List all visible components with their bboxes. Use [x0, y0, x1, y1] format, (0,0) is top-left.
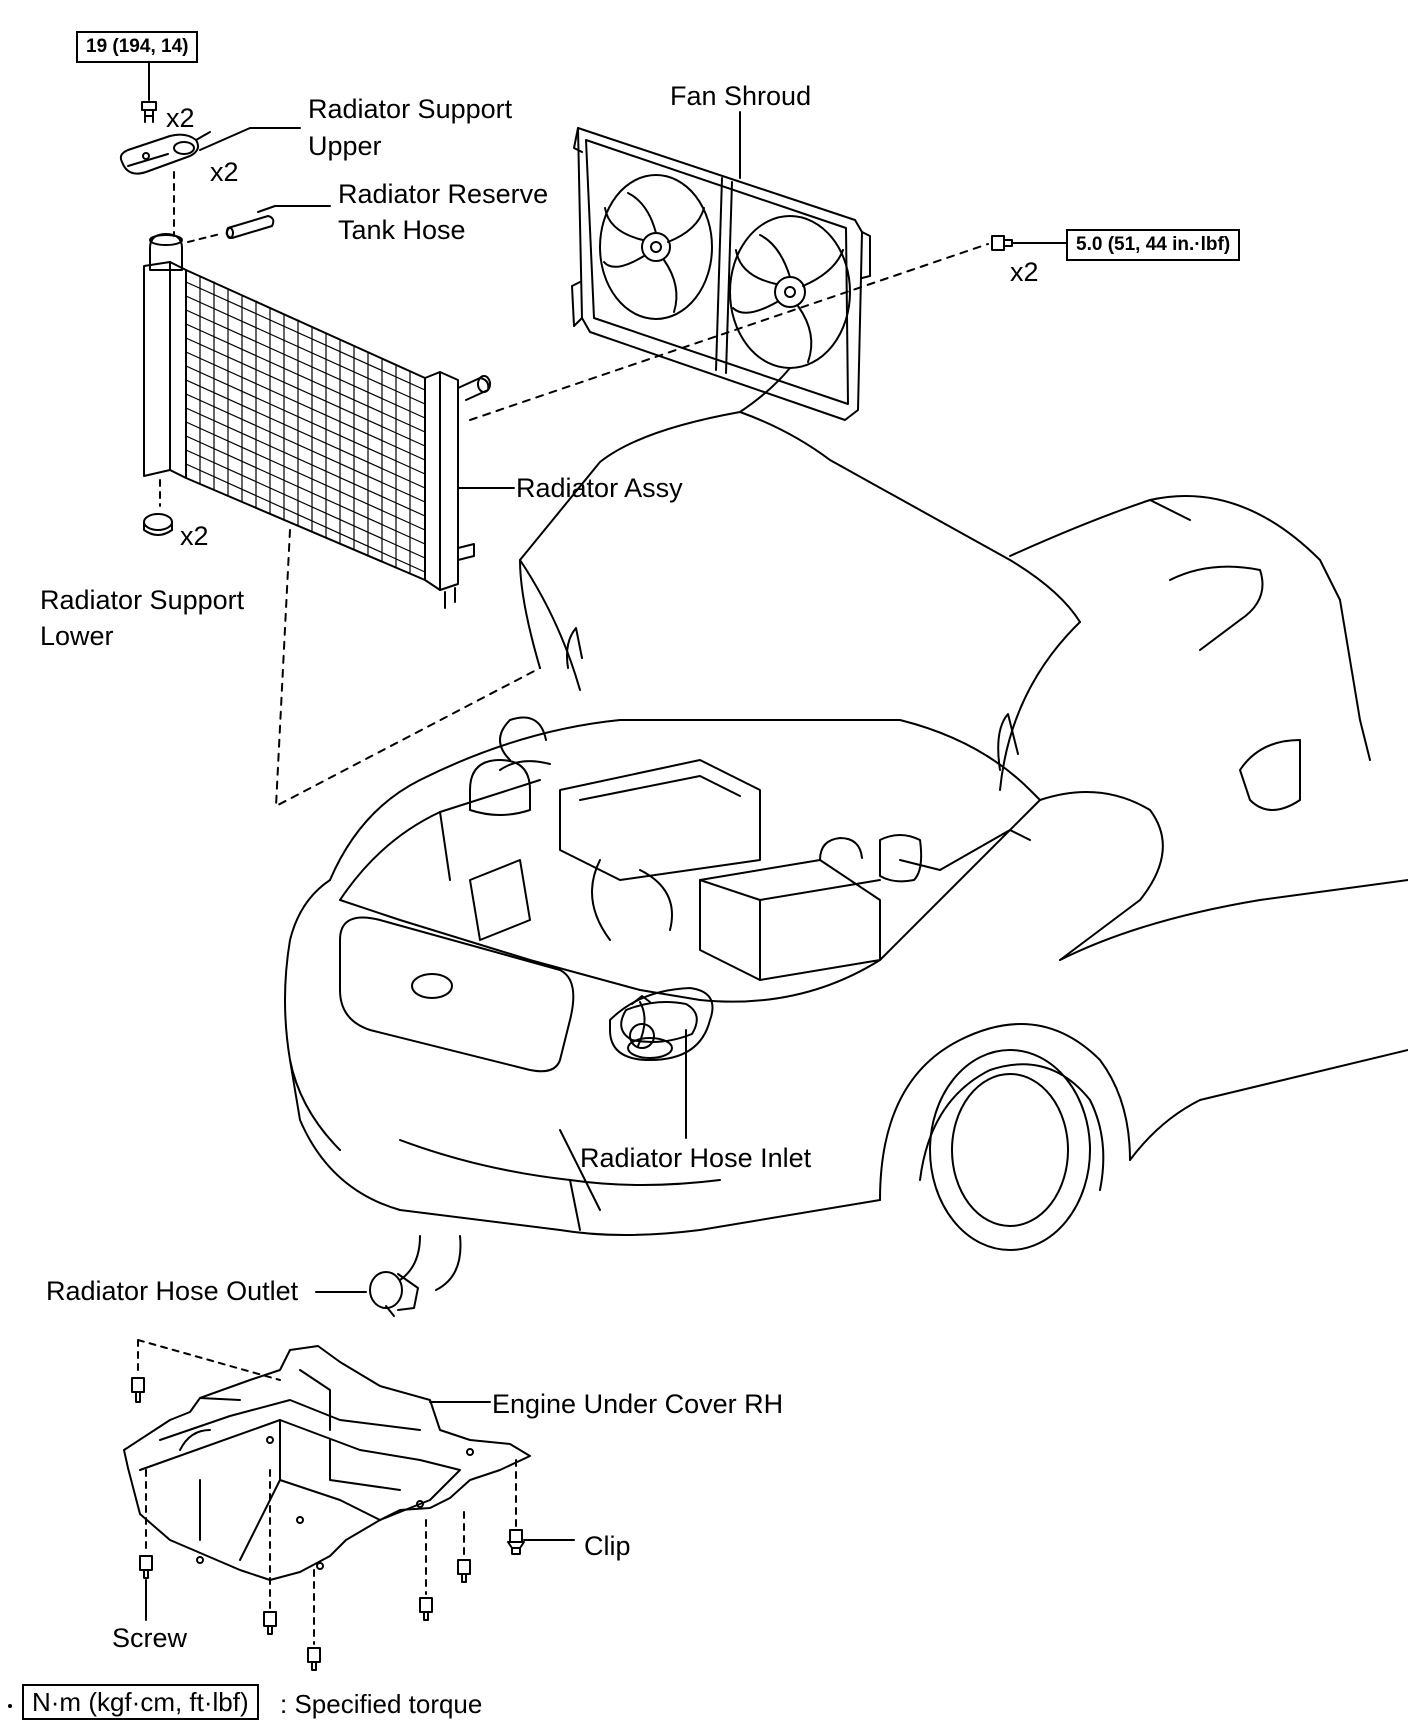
radiator-hose-inlet — [620, 995, 698, 1139]
fan-left — [599, 174, 713, 320]
label-radiator-reserve-tank-hose-line1: Radiator Reserve — [338, 179, 549, 209]
label-radiator-hose-outlet: Radiator Hose Outlet — [46, 1276, 299, 1306]
label-fan-shroud: Fan Shroud — [670, 81, 812, 111]
label-radiator-support-lower-line2: Lower — [40, 621, 114, 651]
shroud-bolt-dash — [469, 243, 989, 421]
label-engine-under-cover-rh: Engine Under Cover RH — [492, 1389, 784, 1419]
upper-bracket-qty: x2 — [210, 157, 239, 187]
label-radiator-support-lower-line1: Radiator Support — [40, 585, 245, 615]
label-radiator-assy: Radiator Assy — [516, 473, 683, 503]
radiator-mount-dash — [275, 529, 541, 807]
radiator-support-upper-bracket — [119, 127, 301, 175]
upper-bolt-group — [141, 59, 157, 123]
fan-shroud-bolt-torque-box: 5.0 (51, 44 in.·lbf) — [1066, 229, 1241, 261]
fan-shroud-bolt — [991, 235, 1067, 251]
upper-bolt-torque-box: 19 (194, 14) — [76, 31, 199, 63]
under-cover-fasteners — [131, 1339, 575, 1671]
fan-right — [729, 215, 851, 369]
engine-under-cover — [123, 1345, 531, 1581]
label-radiator-support-upper-line2: Upper — [308, 131, 382, 161]
lower-support-qty: x2 — [180, 521, 209, 551]
reserve-tank-hose — [187, 205, 331, 243]
label-clip: Clip — [584, 1531, 631, 1561]
label-radiator-support-upper-line1: Radiator Support — [308, 94, 513, 124]
radiator-hose-outlet — [315, 1235, 462, 1317]
label-radiator-hose-inlet: Radiator Hose Inlet — [580, 1143, 812, 1173]
legend-description: : Specified torque — [280, 1689, 483, 1719]
fan-shroud — [571, 111, 871, 421]
upper-bolt-qty: x2 — [166, 103, 195, 133]
radiator — [143, 233, 491, 609]
legend-dot — [8, 1704, 12, 1708]
legend-unit-box: N·m (kgf·cm, ft·lbf) — [22, 1684, 259, 1720]
vehicle-front — [284, 367, 1408, 1251]
label-screw: Screw — [112, 1623, 188, 1653]
label-radiator-reserve-tank-hose-line2: Tank Hose — [338, 215, 466, 245]
radiator-support-lower-grommet — [143, 479, 173, 536]
fan-shroud-bolt-qty: x2 — [1010, 257, 1039, 287]
